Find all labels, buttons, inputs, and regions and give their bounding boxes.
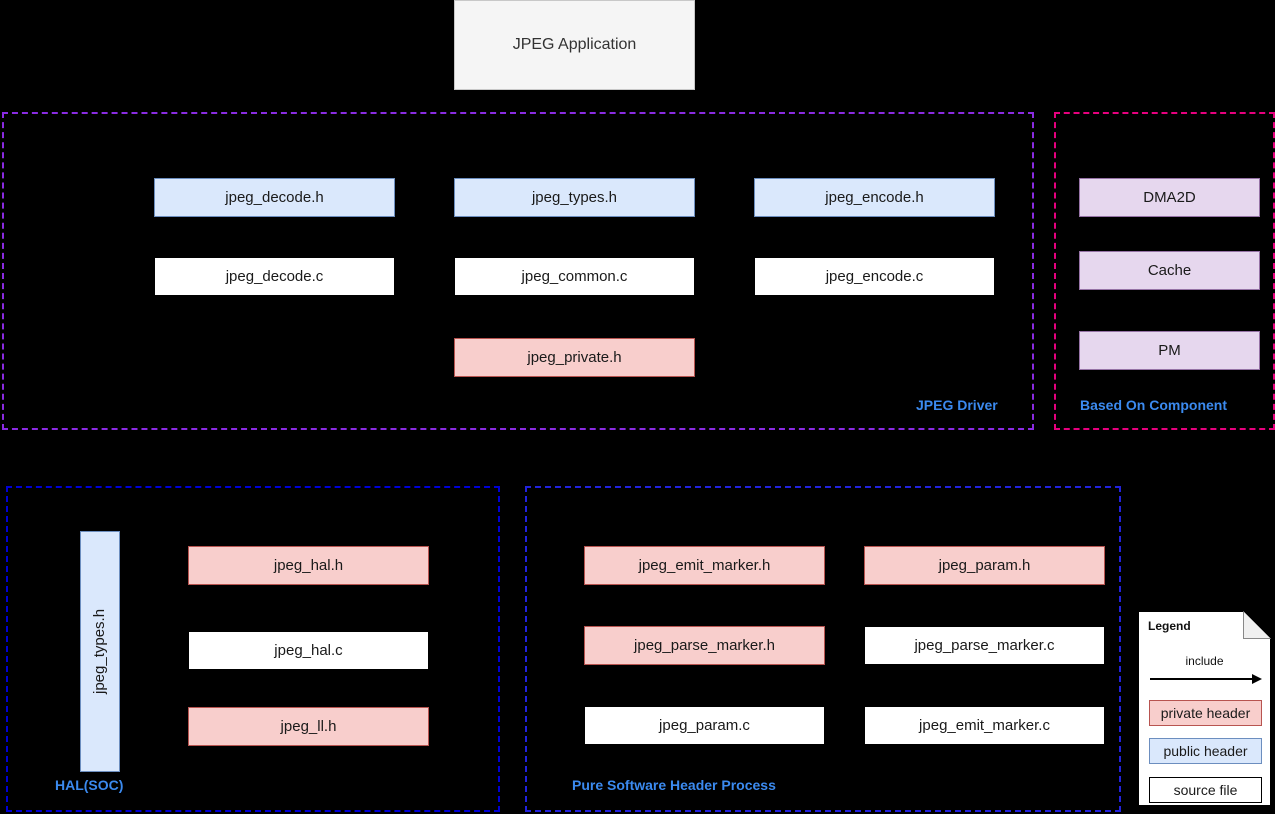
legend-panel: Legend include private header public hea… (1138, 611, 1271, 806)
node-jpeg-application[interactable]: JPEG Application (454, 0, 695, 90)
node-label: PM (1158, 341, 1181, 359)
legend-item-label: public header (1163, 743, 1248, 759)
legend-include-label: include (1185, 654, 1224, 668)
node-label: JPEG Application (512, 36, 637, 54)
legend-item-label: source file (1173, 782, 1238, 798)
node-jpeg-private-h[interactable]: jpeg_private.h (454, 338, 695, 377)
container-hal-soc (6, 486, 500, 812)
node-label: Cache (1147, 261, 1192, 279)
container-label-hal-soc: HAL(SOC) (55, 777, 124, 793)
node-label: jpeg_ll.h (280, 717, 337, 735)
legend-item-private-header[interactable]: private header (1149, 700, 1262, 726)
node-jpeg-hal-h[interactable]: jpeg_hal.h (188, 546, 429, 585)
container-jpeg-driver (2, 112, 1034, 430)
node-label: jpeg_parse_marker.c (914, 636, 1055, 654)
node-label: jpeg_types.h (531, 188, 618, 206)
node-label: jpeg_encode.c (825, 267, 924, 285)
container-label-pure-software-header-process: Pure Software Header Process (572, 777, 776, 793)
node-jpeg-decode-c[interactable]: jpeg_decode.c (154, 257, 395, 296)
node-jpeg-encode-c[interactable]: jpeg_encode.c (754, 257, 995, 296)
node-dma2d[interactable]: DMA2D (1079, 178, 1260, 217)
container-label-based-on-component: Based On Component (1080, 397, 1228, 413)
container-based-on-component (1054, 112, 1275, 430)
node-pm[interactable]: PM (1079, 331, 1260, 370)
node-jpeg-hal-c[interactable]: jpeg_hal.c (188, 631, 429, 670)
node-jpeg-parse-marker-h[interactable]: jpeg_parse_marker.h (584, 626, 825, 665)
node-label: jpeg_param.h (938, 556, 1031, 574)
node-label: DMA2D (1143, 188, 1196, 206)
node-label: jpeg_param.c (659, 716, 750, 734)
node-label: jpeg_types.h (91, 608, 108, 695)
node-label: jpeg_parse_marker.h (634, 636, 775, 654)
include-arrow-icon (1150, 674, 1262, 684)
node-label: jpeg_encode.h (825, 188, 924, 206)
legend-item-label: private header (1160, 705, 1251, 721)
node-label: jpeg_decode.c (225, 267, 324, 285)
node-label: jpeg_decode.h (225, 188, 324, 206)
node-jpeg-decode-h[interactable]: jpeg_decode.h (154, 178, 395, 217)
node-jpeg-types-h-hal[interactable]: jpeg_types.h (80, 531, 120, 772)
node-label: jpeg_common.c (521, 267, 628, 285)
node-jpeg-parse-marker-c[interactable]: jpeg_parse_marker.c (864, 626, 1105, 665)
container-pure-software-header-process (525, 486, 1121, 812)
node-jpeg-ll-h[interactable]: jpeg_ll.h (188, 707, 429, 746)
node-jpeg-param-c[interactable]: jpeg_param.c (584, 706, 825, 745)
node-label: jpeg_emit_marker.h (638, 556, 771, 574)
node-jpeg-param-h[interactable]: jpeg_param.h (864, 546, 1105, 585)
node-jpeg-emit-marker-c[interactable]: jpeg_emit_marker.c (864, 706, 1105, 745)
legend-item-source-file[interactable]: source file (1149, 777, 1262, 803)
node-label: jpeg_emit_marker.c (919, 716, 1050, 734)
node-jpeg-encode-h[interactable]: jpeg_encode.h (754, 178, 995, 217)
container-label-jpeg-driver: JPEG Driver (916, 397, 998, 413)
node-label: jpeg_hal.c (274, 641, 343, 659)
node-jpeg-common-c[interactable]: jpeg_common.c (454, 257, 695, 296)
node-label: jpeg_private.h (527, 348, 622, 366)
node-jpeg-types-h[interactable]: jpeg_types.h (454, 178, 695, 217)
node-label: jpeg_hal.h (273, 556, 344, 574)
legend-title: Legend (1148, 619, 1191, 633)
node-jpeg-emit-marker-h[interactable]: jpeg_emit_marker.h (584, 546, 825, 585)
node-cache[interactable]: Cache (1079, 251, 1260, 290)
legend-item-public-header[interactable]: public header (1149, 738, 1262, 764)
